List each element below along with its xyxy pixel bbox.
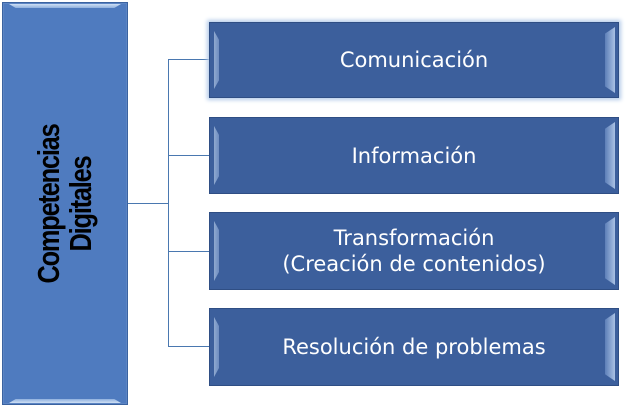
child-label: Resolución de problemas	[282, 335, 546, 359]
root-node-competencias-digitales: Competencias Digitales	[2, 2, 128, 405]
bevel-right	[605, 313, 615, 381]
child-node-transformacion: Transformación (Creación de contenidos)	[209, 212, 619, 290]
bevel-right	[605, 27, 615, 93]
child-label-line1: Transformación	[333, 226, 495, 250]
connector-child-4	[168, 346, 209, 347]
bevel-left	[214, 126, 219, 185]
bevel-bottom	[9, 399, 121, 403]
child-node-informacion: Información	[209, 117, 619, 194]
root-label-line2: Digitales	[63, 156, 98, 251]
root-label: Competencias Digitales	[31, 107, 98, 301]
child-node-comunicacion: Comunicación	[209, 22, 619, 98]
child-label-line2: (Creación de contenidos)	[282, 252, 546, 276]
connector-child-1	[168, 59, 209, 60]
bevel-left	[214, 317, 219, 377]
connector-vertical-spine	[168, 59, 169, 347]
connector-child-3	[168, 251, 209, 252]
child-label: Transformación (Creación de contenidos)	[282, 225, 545, 277]
child-label: Comunicación	[339, 48, 489, 72]
root-label-line1: Competencias	[31, 123, 66, 284]
bevel-left	[214, 31, 219, 89]
child-label: Información	[351, 143, 477, 168]
bevel-left	[214, 221, 219, 281]
bevel-right	[605, 217, 615, 285]
connector-root-horizontal	[128, 203, 169, 204]
child-node-resolucion-de-problemas: Resolución de problemas	[209, 308, 619, 386]
bevel-top	[9, 4, 121, 8]
bevel-right	[605, 122, 615, 189]
connector-child-2	[168, 155, 209, 156]
